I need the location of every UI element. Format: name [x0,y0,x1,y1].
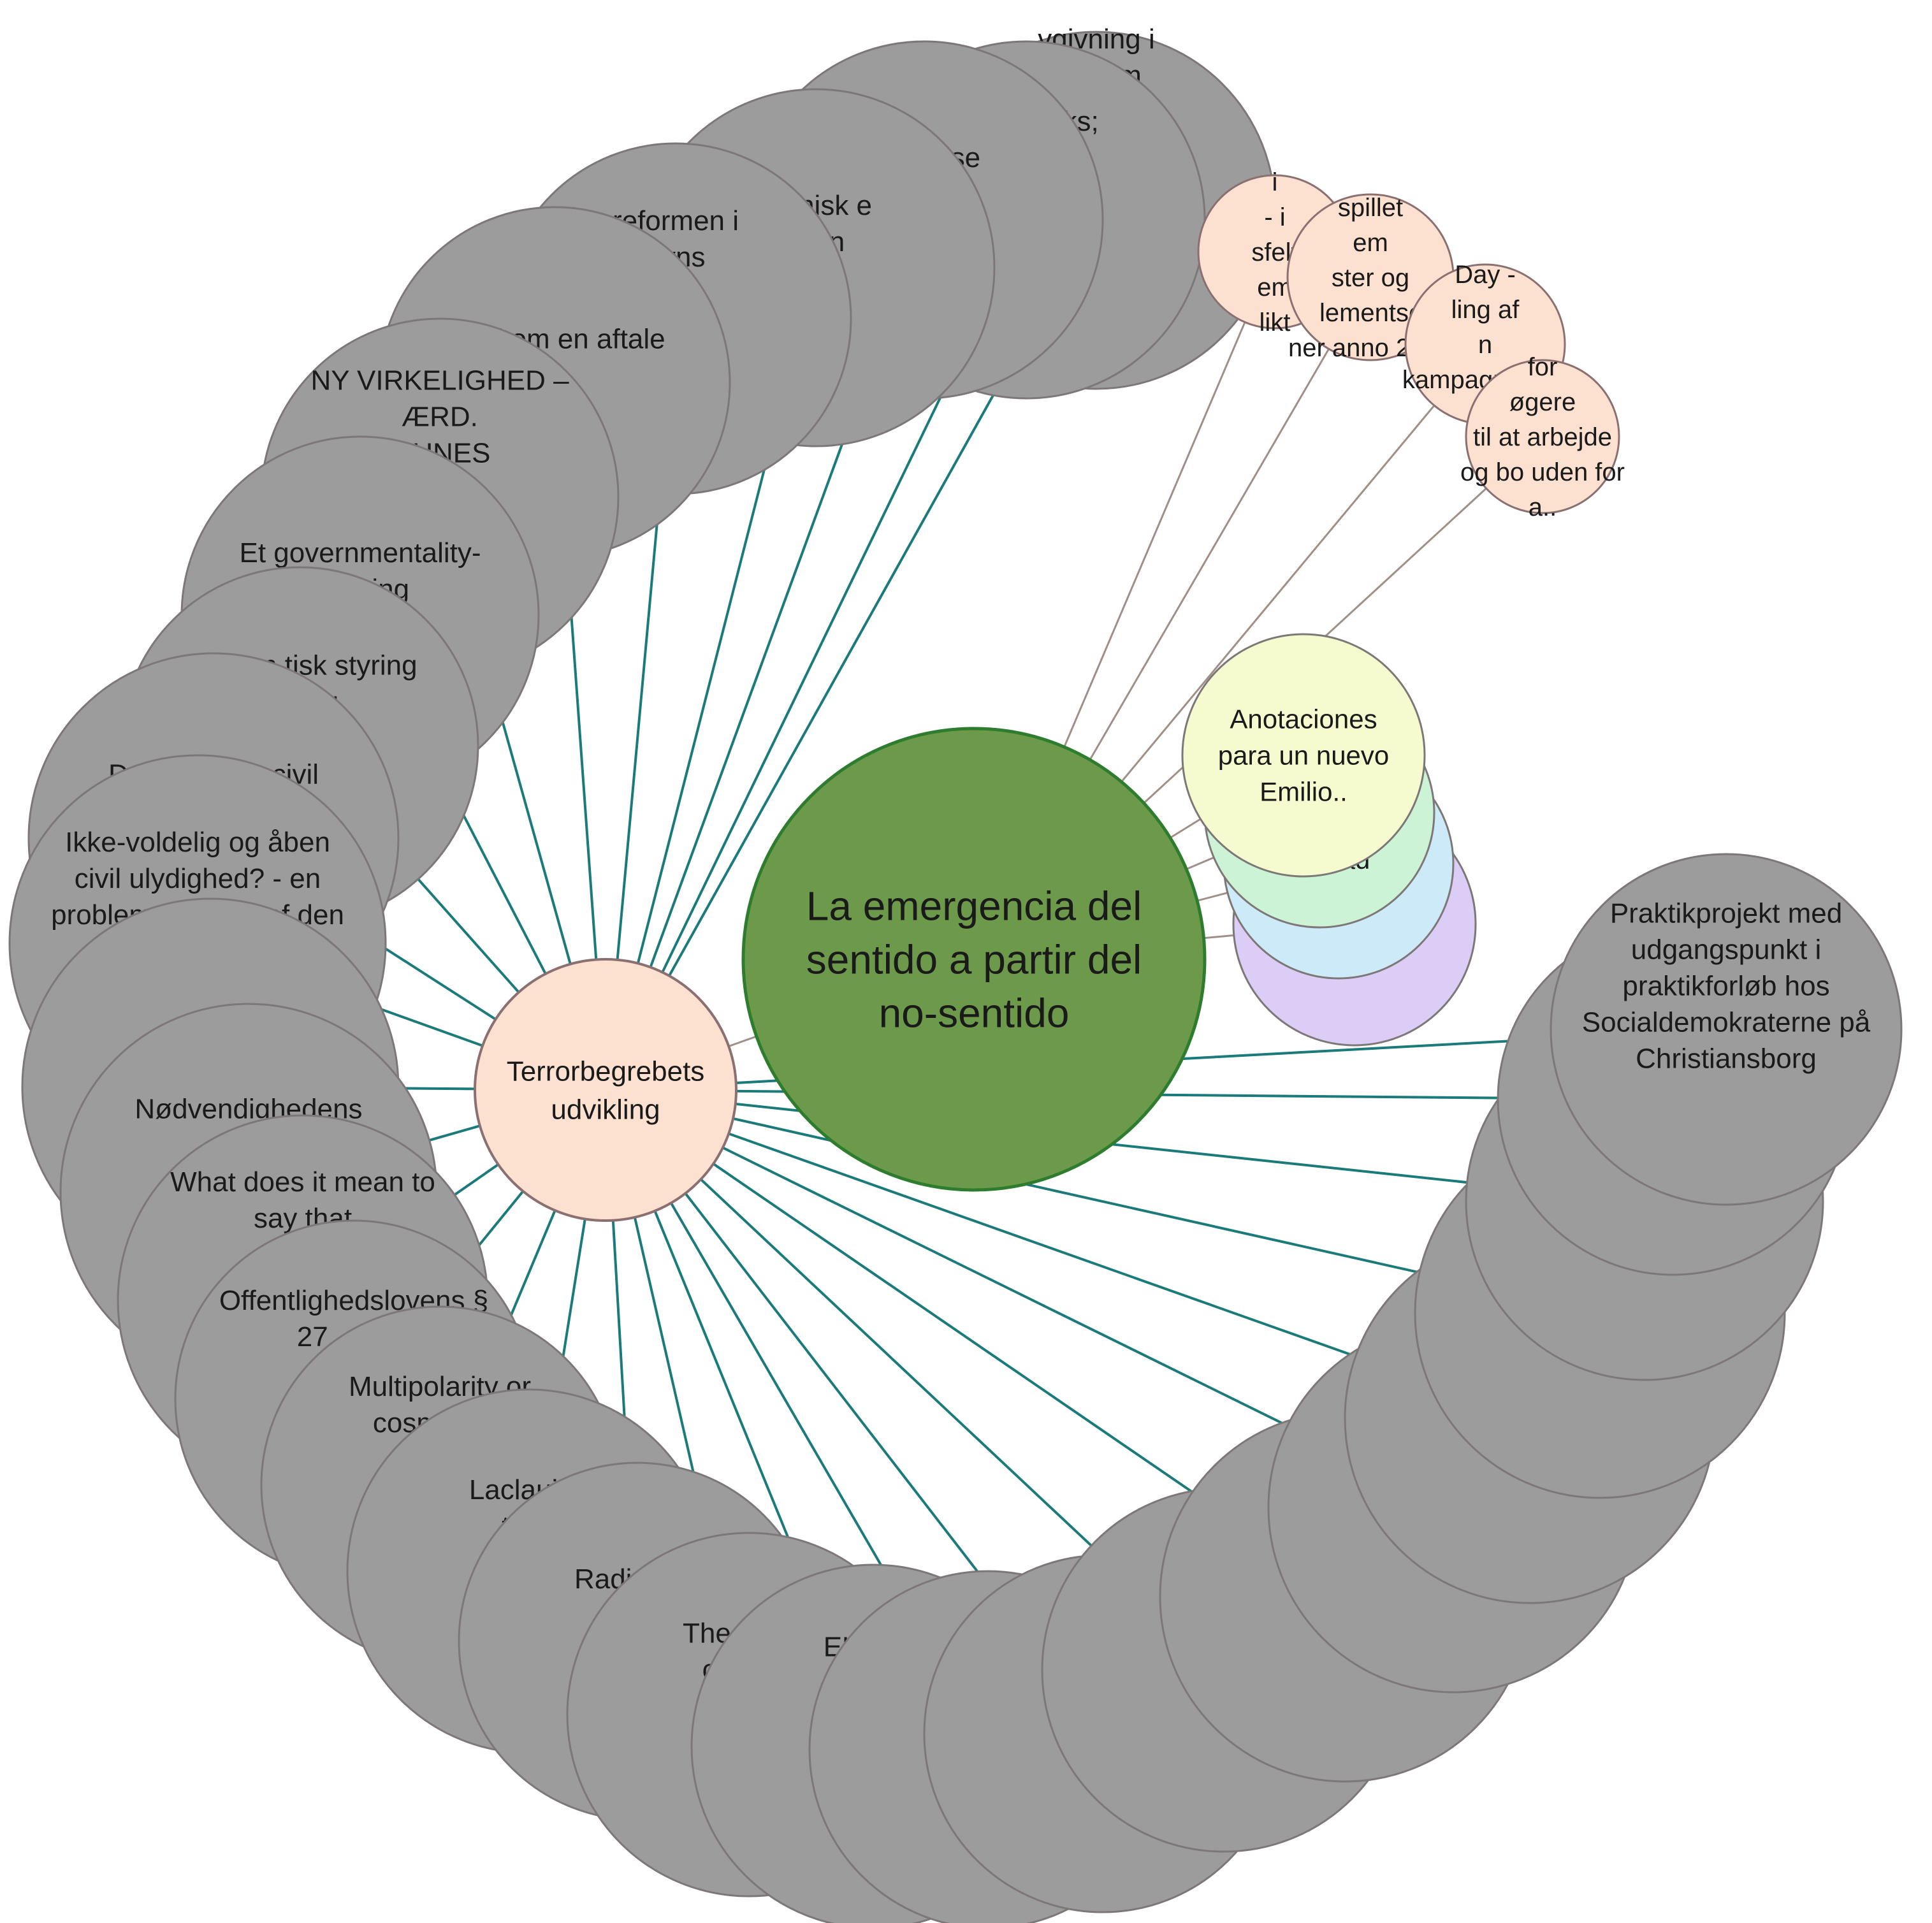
peach-node-circle[interactable] [1465,359,1620,514]
topic-node-circle[interactable] [1550,853,1903,1206]
node-label-line: para un nuevo [1218,741,1390,771]
node-label-line: civil ulydighed? - en [75,863,321,894]
hub-node-label: Terrorbegrebets udvikling [507,1056,705,1125]
node-label-line: for [1528,353,1558,381]
node-label-line: What does it mean to [170,1166,435,1198]
center-node-circle[interactable] [741,727,1207,1192]
node-label-line: Emilio.. [1260,777,1347,807]
node-label-line: øgere [1509,388,1576,416]
node-label-line: spillet [1338,194,1403,222]
node-label-line: Anotaciones [1230,704,1377,734]
nodes-layer: vgivning imellemng : ense afoging påhedr… [8,24,1903,1923]
node-label-line: em [1353,229,1388,257]
node-label-line: udvikling [551,1094,660,1125]
topic-node[interactable]: Praktikprojekt med udgangspunkt i praktikf… [1550,853,1903,1206]
node-label-line: ling af [1451,296,1520,324]
node-label-line: La emergencia del [806,883,1142,929]
node-label-line: praktikforløb hos [1622,971,1829,1002]
node-label-line: sentido a partir del [806,936,1142,982]
node-label-line: Et governmentality- [239,537,481,569]
edge-hub-to-node [604,1089,1262,1541]
node-label-line: likt [1260,308,1291,337]
edge-hub-to-node [605,1089,1435,1386]
node-label-line: NY VIRKELIGHED – [310,365,569,396]
node-label-line: ster og [1332,264,1409,292]
edge-hub-to-node [605,1089,1363,1464]
node-label-line: og bo uden for [1460,458,1625,486]
node-label-line: Praktikprojekt med [1610,898,1842,929]
node-label-line: ÆRD. [402,401,478,432]
edge-hub-to-node [605,1089,1501,1293]
node-label-line: no-sentido [879,990,1070,1036]
hub-node[interactable]: Terrorbegrebets udvikling [474,958,737,1222]
edge-hub-to-node [604,295,1050,1091]
node-label-line: i [1272,168,1278,196]
node-label-line: Socialdemokraterne på [1582,1007,1871,1038]
node-label-line: Terrorbegrebets [507,1056,705,1087]
node-label-line: udgangspunkt i [1631,934,1821,966]
edge-hub-to-node [604,307,985,1091]
topic-node-label: Praktikprojekt med udgangspunkt i praktikf… [1582,898,1871,1075]
center-node-label: La emergencia del sentido a partir del no-… [806,883,1142,1036]
peach-node[interactable]: for øgere til at arbejde og bo uden for a.. [1460,353,1625,521]
node-label-line: lementsc [1319,299,1421,327]
node-label-line: Christiansborg [1636,1043,1817,1075]
pastel-node-circle[interactable] [1181,633,1426,878]
node-label-line: til at arbejde [1473,423,1612,451]
node-label-line: n [1478,331,1492,359]
node-label-line: Ikke-voldelig og åben [65,827,330,858]
peach-node-label: for øgere til at arbejde og bo uden for a.. [1460,353,1625,521]
node-label-line: Day - [1455,261,1516,289]
node-label-line: - i [1264,203,1285,231]
center-node[interactable]: La emergencia del sentido a partir del no-… [741,727,1207,1192]
node-label-line: a.. [1529,493,1557,521]
hub-node-circle[interactable] [474,958,737,1222]
